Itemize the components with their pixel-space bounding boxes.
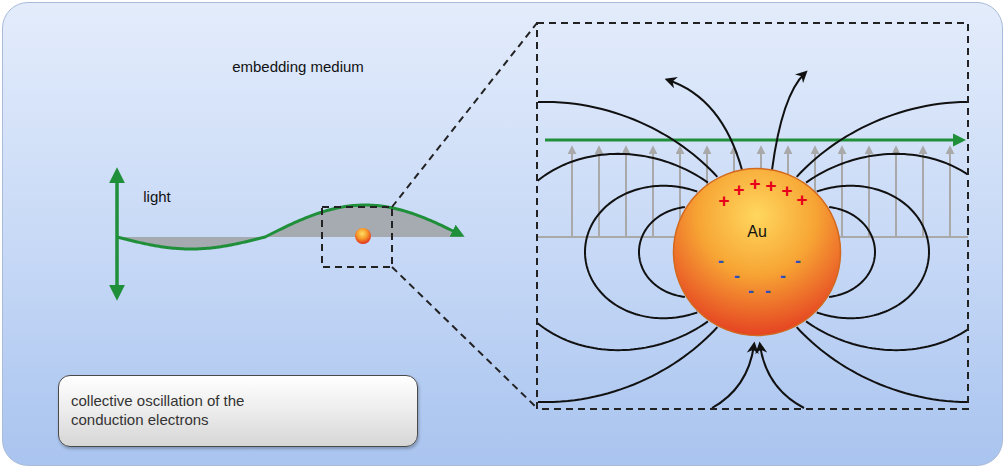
charge-plus: + — [749, 174, 760, 195]
charge-minus: - — [718, 252, 724, 272]
label-anchor: - — [795, 252, 801, 272]
zoom-box — [322, 207, 392, 267]
sphere-outline — [674, 169, 841, 336]
label-anchor: + — [749, 174, 760, 195]
charge-minus: - — [795, 252, 801, 272]
charge-minus: - — [734, 267, 740, 287]
label-anchor: - — [765, 282, 771, 302]
zoom-line — [392, 23, 537, 207]
charge-plus: + — [765, 176, 776, 197]
wave-label: light — [143, 189, 171, 206]
field-arrow-line — [712, 345, 754, 408]
label-anchor: + — [718, 191, 729, 212]
field-arrow — [868, 148, 870, 237]
charge-plus: + — [781, 181, 792, 202]
inset-box — [537, 23, 968, 409]
field-arrow — [895, 148, 897, 237]
caption-box: collective oscillation of the conduction… — [58, 375, 418, 447]
wave-fill — [117, 205, 461, 249]
field-arrow — [652, 148, 654, 237]
charge-minus: - — [765, 282, 771, 302]
gold-particle — [355, 228, 371, 244]
label-anchor: + — [796, 190, 807, 211]
label-anchor: - — [748, 282, 754, 302]
charge-minus: - — [780, 267, 786, 287]
label-anchor: - — [734, 267, 740, 287]
label-anchor: - — [780, 267, 786, 287]
label-anchor: light — [143, 189, 171, 206]
medium-label: embedding medium — [232, 58, 364, 77]
field-arrow-line — [760, 345, 804, 408]
label-anchor: - — [718, 252, 724, 272]
field-arrow-line — [772, 73, 805, 170]
field-arrow — [598, 148, 600, 237]
label-anchor: + — [781, 181, 792, 202]
charge-plus: + — [733, 180, 744, 201]
charge-plus: + — [796, 190, 807, 211]
charge-minus: - — [748, 282, 754, 302]
field-arrow — [841, 148, 843, 237]
field-line-green — [545, 139, 962, 142]
caption-text: collective oscillation of the conduction… — [71, 392, 311, 430]
field-arrow-line — [668, 80, 742, 170]
polarization-arrow — [115, 172, 119, 296]
label-anchor: + — [765, 176, 776, 197]
light-wave — [117, 205, 461, 249]
label-anchor: + — [733, 180, 744, 201]
charge-plus: + — [718, 191, 729, 212]
element-label: Au — [747, 222, 767, 242]
field-arrow — [949, 148, 951, 237]
